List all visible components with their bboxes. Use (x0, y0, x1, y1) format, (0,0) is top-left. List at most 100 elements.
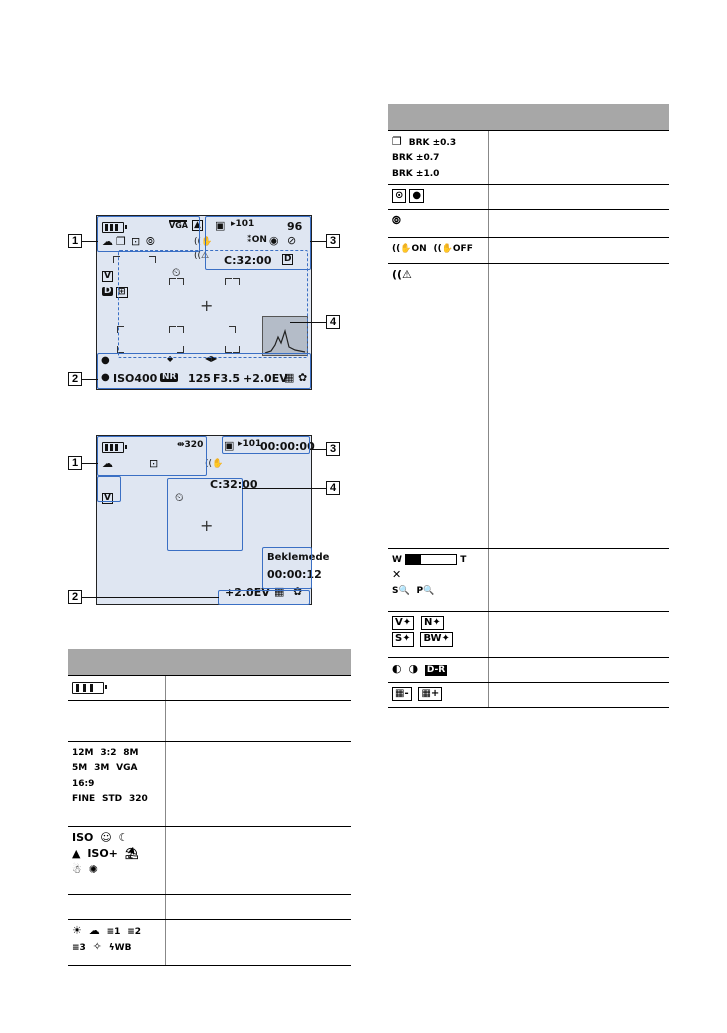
color-vivid-icon: V✦ (392, 615, 415, 631)
battery-icon (102, 222, 127, 233)
size-vga-icon: VGA (116, 763, 138, 774)
color-mode-vivid-icon: V (102, 493, 113, 504)
spot-metering-icon: ● (409, 188, 425, 204)
color-natural-icon: N✦ (420, 615, 444, 631)
fluorescent-2-icon: ≡2 (127, 927, 142, 937)
table-row: ⦾ (388, 209, 669, 238)
table-header-meaning (165, 649, 351, 676)
battery-icon (72, 682, 107, 694)
macro-icon: ✿ (293, 585, 303, 598)
beach-icon: ⛱ (124, 846, 139, 860)
shutter-speed: 125 (188, 372, 211, 385)
color-mode-vivid-icon: V (102, 271, 113, 282)
color-bw-icon: BW✦ (420, 632, 453, 647)
high-iso-icon: ISO (72, 831, 94, 844)
standby-label: Beklemede (267, 552, 330, 563)
fluorescent-1-icon: ≡1 (106, 927, 121, 937)
still-frame-2 (97, 353, 311, 389)
movie-size-icon: ⇹320 (177, 440, 204, 450)
metering-multi-icon: ▦ (274, 585, 285, 598)
elapsed-time: 00:00:12 (267, 568, 322, 581)
folder-icon: ▸101 (238, 439, 262, 449)
sharpness-plus-icon: ▦+ (418, 686, 443, 702)
contrast-minus-icon: ◐ (392, 661, 402, 675)
cross-icon: ✕ (392, 568, 402, 581)
face-detection-icon: ⦾ (392, 213, 401, 227)
af-center-cross: + (200, 296, 214, 315)
eye-icon: ◉ (269, 234, 279, 247)
movie-callout-2: 2 (68, 590, 82, 604)
aperture-value: F3.5 (213, 372, 241, 385)
flash-wb-icon: ϟWB (108, 943, 132, 954)
table-row: ◐ ◑ D-R (388, 657, 669, 683)
shake-warning-icon: ((⚠ (392, 267, 412, 281)
movie-fine-icon: FINE (72, 793, 96, 804)
multi-metering-icon: ⊙ (392, 188, 407, 204)
table-row: W T ✕ S🔍 P🔍 (388, 548, 669, 612)
snow-icon: ☃ (72, 862, 82, 876)
precision-zoom-icon: P🔍 (416, 585, 435, 596)
table-row: ⊙● (388, 184, 669, 210)
movie-frame-4 (167, 478, 243, 551)
steadyshot-off-icon: ((✋OFF (433, 243, 473, 254)
still-callout-2: 2 (68, 372, 82, 386)
still-frame-4 (118, 250, 308, 358)
movie-std-icon: STD (102, 793, 123, 804)
rec-time-remaining: C:32:00 (224, 254, 272, 267)
metering-multi-icon: ▦ (284, 371, 295, 384)
image-size-icon: VGA (169, 220, 188, 230)
smart-zoom-icon: S🔍 (392, 585, 410, 596)
incandescent-icon: ✧ (92, 940, 102, 954)
movie-frame-1 (97, 436, 207, 476)
table-row (68, 894, 351, 920)
table-header-icon (68, 649, 165, 676)
table-row: ☀ ☁ ≡1 ≡2 ≡3 ✧ ϟWB (68, 919, 351, 966)
left-icon-table: 12M 3:2 8M 5M 3M VGA 16:9 FINE STD 320 I… (68, 649, 351, 966)
still-callout-3: 3 (326, 234, 340, 248)
size-8m-icon: 8M (123, 748, 139, 758)
burst-mode-icon: ❐ (116, 235, 126, 248)
iso-value: ISO400 (113, 372, 158, 385)
size-3-2-icon: 3:2 (100, 748, 117, 758)
macro-icon: ✿ (298, 371, 308, 384)
table-row: ▦- ▦+ (388, 682, 669, 708)
color-sepia-icon: S✦ (392, 632, 414, 647)
still-lcd-screen: VGA ▲ ▣ ▸101 96 ☁ ❐ ⊡ ⦾ ((✋ ⁑ON ◉ ⊘ ((⚠ … (96, 215, 312, 390)
table-row: ISO ☺ ☾ ▲ ISO+ ⛱ ☃ ✺ (68, 826, 351, 895)
burst-icon: ❐ (392, 135, 402, 148)
movie-lcd-screen: ⇹320 ▣ ▸101 00:00:00 ☁ ⊡ ((✋ V C:32:00 ⏲… (96, 435, 329, 605)
landscape-scene-icon: ▲ (192, 220, 203, 231)
dro-icon: D-R (424, 664, 448, 676)
movie-frame-3 (222, 436, 310, 454)
spot-metering-icon: ⊡ (149, 457, 159, 470)
sharpness-icon: ⊞ (116, 287, 128, 298)
sharpness-minus-icon: ▦- (392, 686, 412, 702)
record-mode-icon: ▣ (215, 219, 226, 232)
battery-icon (102, 442, 127, 453)
white-balance-cloudy-icon: ☁ (102, 457, 113, 470)
noise-reduction-badge: NR (160, 372, 179, 382)
movie-callout-1: 1 (68, 456, 82, 470)
movie-frame-2 (218, 590, 310, 605)
table-row (68, 700, 351, 742)
spot-metering-icon: ⊡ (131, 235, 141, 248)
ae-lock-icon: ● (101, 372, 110, 383)
contrast-plus-icon: ◑ (408, 661, 419, 675)
iso-plus-icon: ISO+ (87, 846, 118, 860)
still-frame-3 (205, 216, 311, 270)
right-icon-table: ❐ BRK ±0.3 BRK ±0.7 BRK ±1.0 ⊙● ⦾ ((✋ON … (388, 104, 669, 708)
table-row: 12M 3:2 8M 5M 3M VGA 16:9 FINE STD 320 (68, 741, 351, 827)
red-eye-icon: ⁑ON (247, 235, 267, 245)
fluorescent-3-icon: ≡3 (72, 943, 86, 954)
movie-frame-2b (262, 547, 312, 589)
table-row: ((✋ON ((✋OFF (388, 237, 669, 264)
size-16-9-icon: 16:9 (72, 778, 95, 789)
still-callout-1: 1 (68, 234, 82, 248)
table-row (68, 675, 351, 701)
dro-plus-icon: D (102, 286, 114, 296)
steadyshot-icon: ((✋ (194, 237, 213, 247)
record-mode-icon: ▣ (224, 439, 235, 452)
table-row: ((⚠ (388, 263, 669, 549)
landscape-icon: ▲ (72, 846, 81, 860)
table-header-meaning (488, 104, 669, 131)
